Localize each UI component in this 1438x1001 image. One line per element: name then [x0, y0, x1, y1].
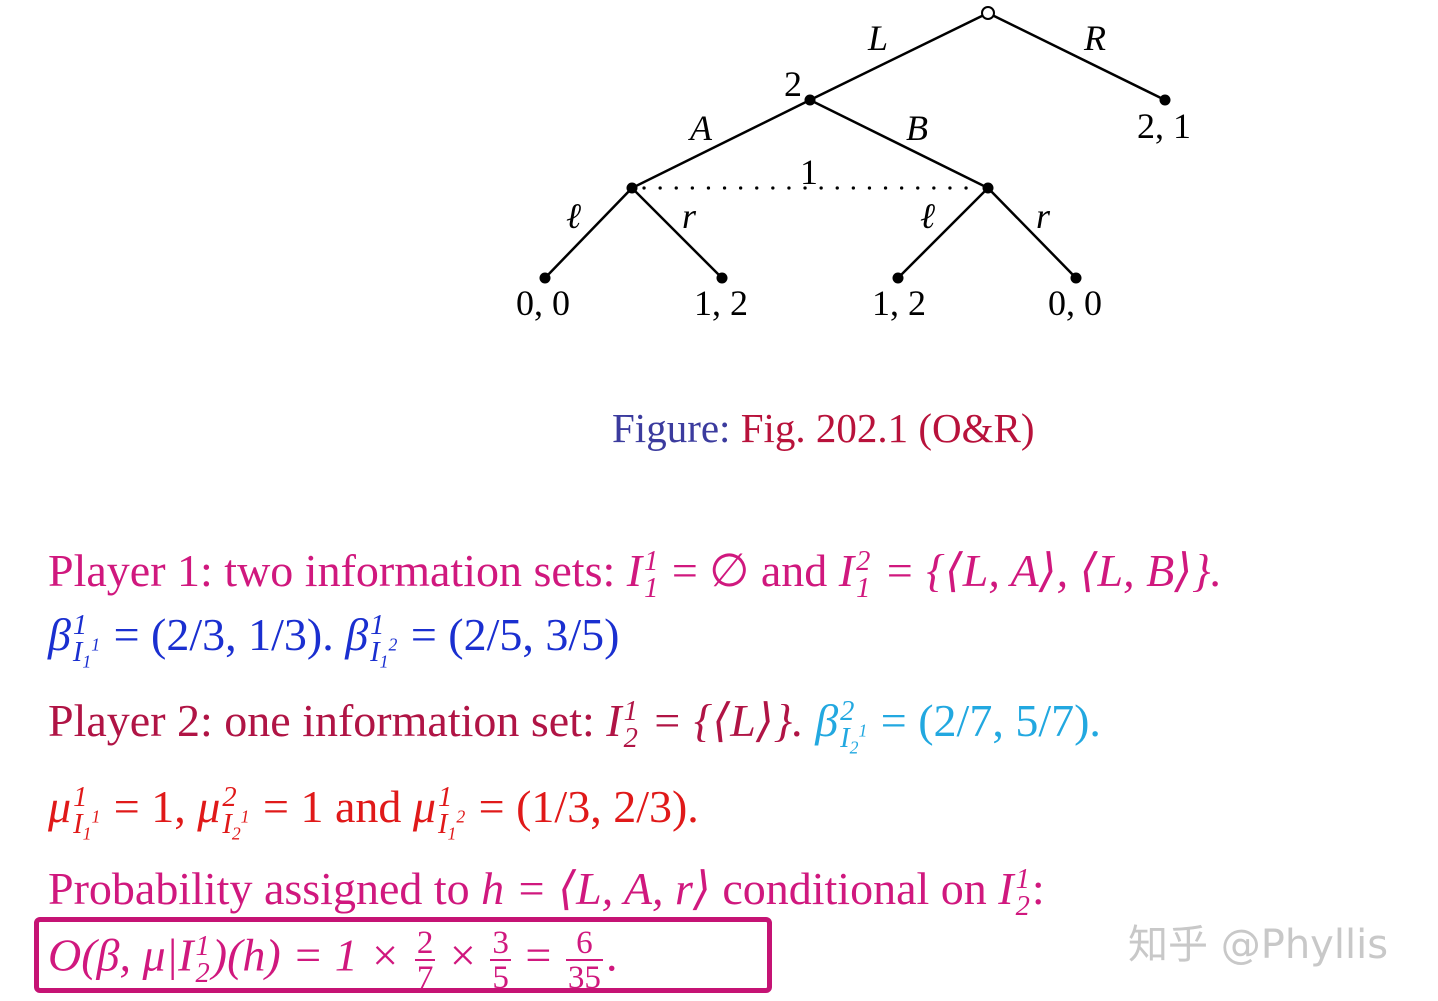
- edge-label-R: R: [1083, 18, 1106, 58]
- edge-l-left: [544, 187, 633, 279]
- terminal-Ar: [716, 272, 728, 284]
- terminal-Br: [1070, 272, 1082, 284]
- root-node: [981, 6, 995, 20]
- edge-L: [809, 11, 989, 102]
- l1-and: and: [760, 545, 828, 596]
- edge-label-l-right: ℓ: [920, 196, 935, 236]
- l1-eq1: = ∅: [671, 545, 750, 596]
- caption-text: Fig. 202.1 (O&R): [740, 405, 1035, 451]
- l4-eq3: = (1/3, 2/3).: [478, 781, 699, 832]
- edge-r-right: [987, 187, 1077, 279]
- payoff-Br: 0, 0: [1048, 283, 1102, 323]
- caption-prefix: Figure:: [612, 405, 731, 451]
- result-box: [34, 917, 772, 993]
- edge-l-right: [897, 187, 989, 279]
- l1-eq2: = {⟨L, A⟩, ⟨L, B⟩}.: [883, 545, 1223, 596]
- edge-A: [631, 98, 811, 190]
- edge-label-B: B: [906, 108, 928, 148]
- edge-label-A: A: [688, 108, 713, 148]
- l6-mid: )(h) = 1 ×: [211, 929, 401, 981]
- l3-eq1: = {⟨L⟩}.: [651, 695, 804, 746]
- l4-eq1: = 1,: [113, 781, 186, 832]
- edge-label-l-left: ℓ: [566, 196, 581, 236]
- watermark: 知乎 @Phyllis: [1128, 922, 1389, 968]
- probability-line: Probability assigned to h = ⟨L, A, r⟩ co…: [48, 863, 1045, 923]
- figure-caption: Figure: Fig. 202.1 (O&R): [612, 408, 1035, 449]
- payoff-R: 2, 1: [1137, 106, 1191, 146]
- l5-cond: conditional on: [722, 863, 987, 914]
- edge-label-L: L: [867, 18, 888, 58]
- payoff-Ar: 1, 2: [694, 283, 748, 323]
- l6-lhs: O(β, μ|I: [48, 929, 194, 981]
- payoff-Bl: 1, 2: [872, 283, 926, 323]
- player-label-1: 1: [800, 152, 818, 192]
- payoff-Al: 0, 0: [516, 283, 570, 323]
- l2-eq2: = (2/5, 3/5): [410, 609, 620, 660]
- node-player2: [804, 94, 816, 106]
- player2-text: Player 2: one information set:: [48, 695, 595, 746]
- player-label-2: 2: [784, 64, 802, 104]
- l6-eq: =: [525, 929, 552, 981]
- l4-and: and: [334, 781, 402, 832]
- edge-r-left: [631, 187, 723, 279]
- node-player1-left: [626, 182, 638, 194]
- l2-eq1: = (2/3, 1/3).: [113, 609, 334, 660]
- edge-label-r-left: r: [682, 196, 697, 236]
- l6-times: ×: [449, 929, 476, 981]
- edge-label-r-right: r: [1036, 196, 1051, 236]
- terminal-Al: [539, 272, 551, 284]
- player1-text: Player 1: two information sets:: [48, 545, 616, 596]
- game-tree-diagram: L R 2 A B 2, 1 1 ℓ r ℓ r 0, 0 1, 2 1, 2 …: [516, 6, 1191, 323]
- edge-B: [809, 98, 989, 190]
- l3-eq2: = (2/7, 5/7).: [880, 695, 1101, 746]
- l5-h: h = ⟨L, A, r⟩: [481, 863, 711, 914]
- node-player1-right: [982, 182, 994, 194]
- l4-eq2: = 1: [263, 781, 324, 832]
- terminal-R: [1159, 94, 1171, 106]
- edge-R: [987, 11, 1166, 102]
- terminal-Bl: [892, 272, 904, 284]
- l5-text: Probability assigned to: [48, 863, 470, 914]
